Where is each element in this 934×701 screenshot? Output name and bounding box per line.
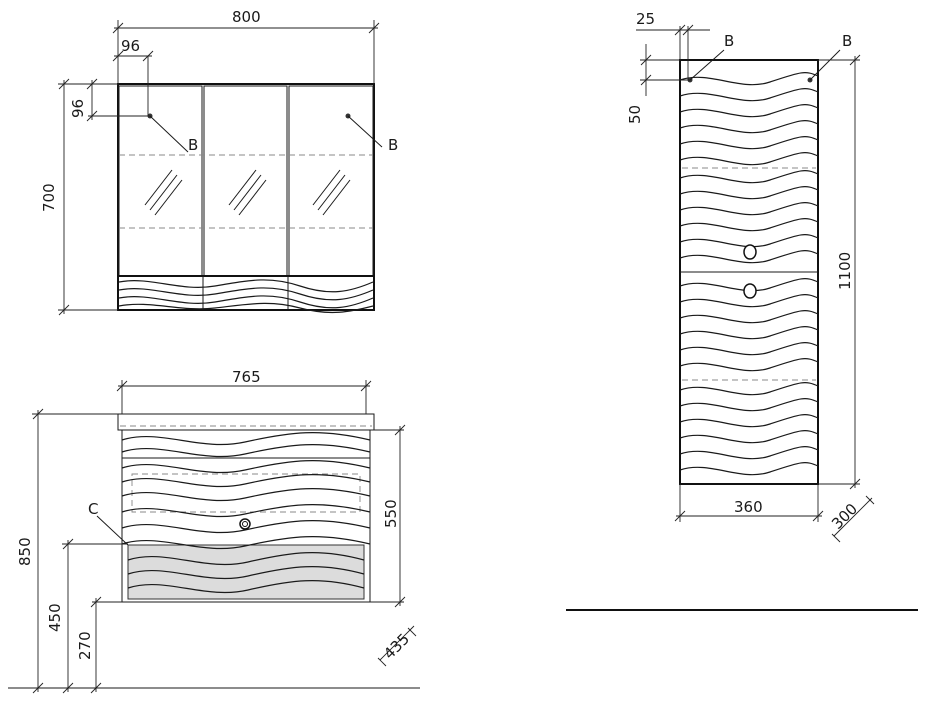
mirror-door-middle <box>203 85 288 277</box>
dim-vanity-height: 550 <box>382 499 400 528</box>
mirror-reflection-marks <box>144 169 351 216</box>
dim-vanity-width: 765 <box>232 368 261 386</box>
column-marker-b-right: B <box>842 32 852 50</box>
vanity-countertop <box>117 413 375 431</box>
column-cabinet-view: B B 25 50 1100 360 300 <box>566 10 918 611</box>
mirror-cabinet-frame <box>117 83 375 311</box>
mirror-cabinet-view: B B 800 96 96 700 <box>40 8 398 316</box>
vanity-wave-pattern <box>121 432 371 594</box>
dim-level-450: 450 <box>46 603 64 632</box>
vanity-view: C 765 550 850 450 270 <box>8 368 420 694</box>
dim-column-depth: 300 <box>828 500 861 533</box>
dim-vanity-total-height: 850 <box>16 537 34 566</box>
column-knob-lower <box>743 283 757 299</box>
mirror-marker-b-left: B <box>188 136 198 154</box>
dim-column-height: 1100 <box>836 252 854 290</box>
column-marker-b-left: B <box>724 32 734 50</box>
dim-vanity-depth: 435 <box>380 630 413 663</box>
dim-level-270: 270 <box>76 631 94 660</box>
dim-mirror-offset-y: 96 <box>69 99 87 118</box>
dim-mirror-width: 800 <box>232 8 261 26</box>
vanity-body <box>121 429 371 603</box>
dim-column-offset: 25 <box>636 10 655 28</box>
vanity-drawer-outline <box>131 473 361 513</box>
column-wave-pattern <box>679 72 819 476</box>
mirror-wave-panel <box>118 279 374 314</box>
column-knob-upper <box>743 244 757 260</box>
vanity-knob <box>239 518 251 530</box>
mirror-marker-b-right: B <box>388 136 398 154</box>
vanity-marker-c: C <box>88 500 98 518</box>
dim-mirror-height: 700 <box>40 183 58 212</box>
mirror-door-left <box>118 85 203 277</box>
dim-column-top-offset: 50 <box>626 105 644 124</box>
dim-column-width: 360 <box>734 498 763 516</box>
dim-mirror-offset-x: 96 <box>121 37 140 55</box>
